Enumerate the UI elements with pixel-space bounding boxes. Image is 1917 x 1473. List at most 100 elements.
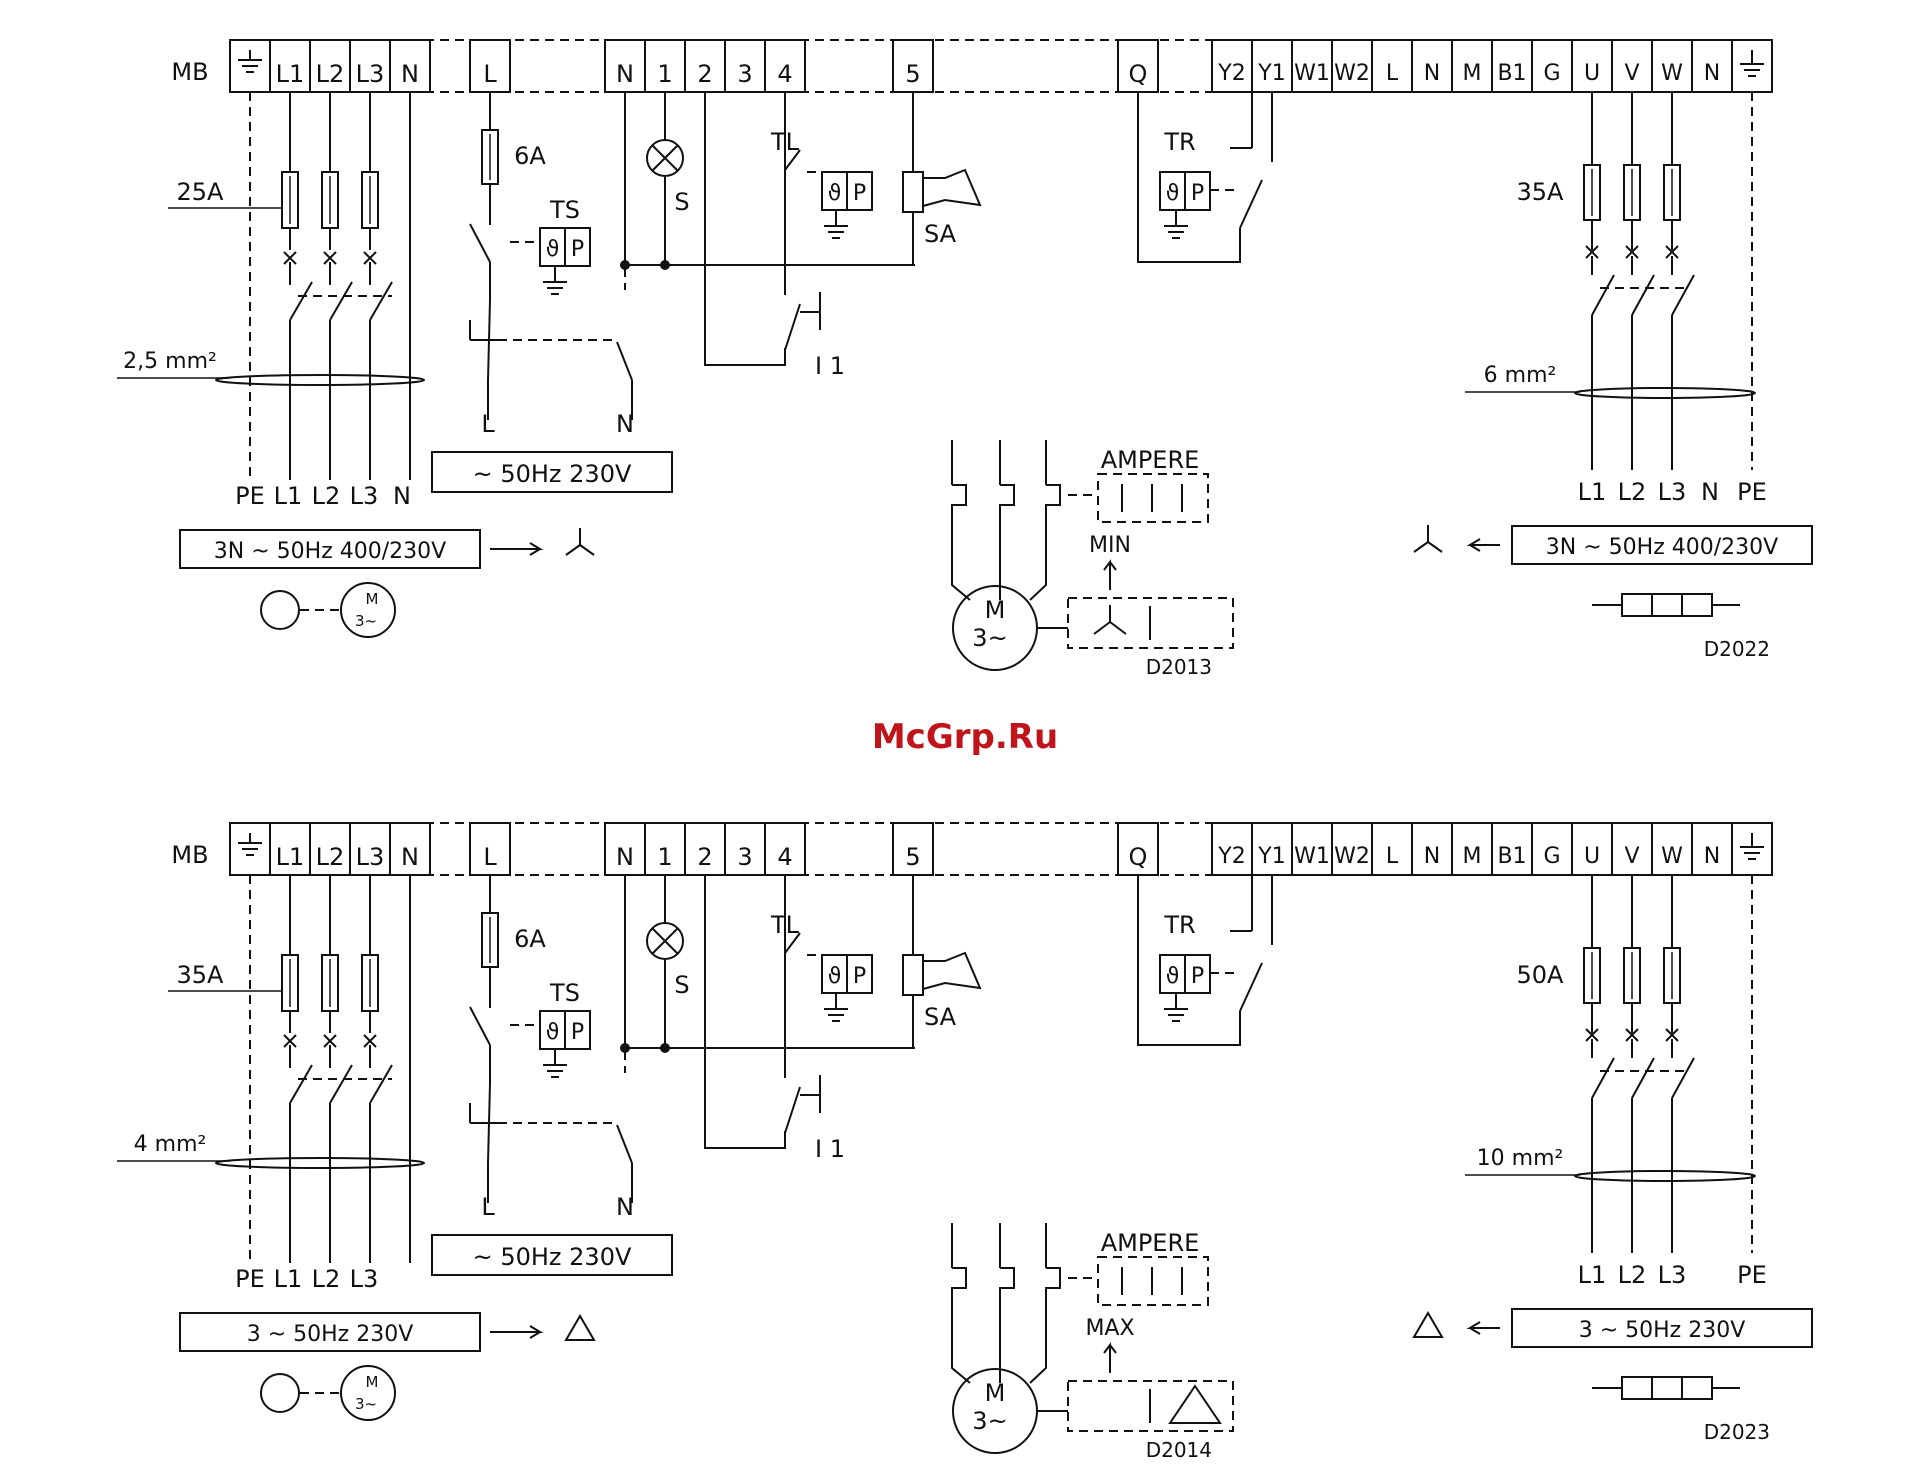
terminal-Y2: Y2: [1217, 61, 1245, 86]
diagram-code-left: D2013: [1146, 655, 1212, 679]
terminal-N: N: [1704, 61, 1720, 86]
diagram-code-right: D2022: [1704, 637, 1770, 661]
tr-contact: [1137, 92, 1273, 263]
motor-symbol-small: [340, 1365, 396, 1421]
disconnect-switch: [1591, 1039, 1615, 1253]
terminal-U: U: [1584, 61, 1600, 86]
switch-contact-x: [323, 251, 337, 265]
delta-symbol-left: [564, 1314, 596, 1341]
tr-contact: [1137, 875, 1273, 1046]
alarm-coil: [902, 171, 924, 213]
cable-size-left: 4 mm²: [134, 1132, 207, 1157]
cable-bundle-left: [215, 374, 425, 386]
terminal-L: L: [1386, 844, 1399, 869]
supply-conductor-L2: L2: [312, 482, 341, 510]
i1-wire: [704, 875, 786, 1149]
ts-contact: [469, 967, 491, 1083]
supply-box-right: [1511, 1308, 1813, 1348]
supply-box-left: [179, 529, 481, 569]
terminal-N: N: [616, 843, 634, 871]
supply-conductor-L1: L1: [1578, 1261, 1607, 1289]
thermostat-symbol: ϑ: [1166, 181, 1180, 206]
terminal-L2: L2: [316, 60, 345, 88]
disconnect-switch: [289, 262, 313, 480]
terminal-3: 3: [737, 843, 752, 871]
pressure-symbol: P: [853, 964, 866, 989]
contactor-contact: [999, 440, 1015, 522]
main-motor-3: 3~: [972, 1407, 1007, 1435]
terminal-W1: W1: [1294, 61, 1330, 86]
tl-label: TL: [770, 128, 800, 156]
junction-dot: [660, 1043, 670, 1053]
lamp-cross: [651, 927, 679, 955]
supply-conductor-L2: L2: [312, 1265, 341, 1293]
cable-size-left: 2,5 mm²: [123, 349, 217, 374]
main-motor-m: M: [985, 596, 1006, 624]
switch-contact-x: [363, 251, 377, 265]
supply-conductor-L2: L2: [1618, 478, 1647, 506]
disconnect-switch: [289, 1045, 313, 1263]
arrow-to-symbol: [1466, 538, 1500, 552]
switch-contact-x: [1585, 245, 1599, 259]
switch-contact-x: [1625, 1028, 1639, 1042]
supply-conductor-L3: L3: [350, 482, 379, 510]
disconnect-switch: [1671, 256, 1695, 470]
pressure-symbol: P: [853, 181, 866, 206]
pressure-symbol: P: [1191, 181, 1204, 206]
main-switch-l: [469, 1082, 498, 1203]
aux-l-label: L: [481, 1193, 495, 1221]
terminal-L2: L2: [316, 843, 345, 871]
watermark: McGrp.Ru: [872, 717, 1058, 757]
terminal-Y1: Y1: [1257, 61, 1285, 86]
supply-box-aux: [431, 451, 673, 493]
disconnect-switch: [1631, 256, 1655, 470]
terminal-W: W: [1661, 61, 1683, 86]
terminal-board-outline: [230, 39, 1768, 93]
ampere-label: AMPERE: [1101, 446, 1200, 474]
cable-bundle-right: [1574, 387, 1756, 399]
switch-contact-x: [1665, 1028, 1679, 1042]
terminal-1: 1: [657, 843, 672, 871]
tl-label: TL: [770, 911, 800, 939]
switch-contact-x: [283, 251, 297, 265]
fuse-rating-left: 35A: [177, 961, 225, 989]
i1-wire: [704, 92, 786, 366]
fuse-rating-right: 50A: [1517, 961, 1565, 989]
terminal-V: V: [1624, 844, 1639, 869]
pressure-symbol: P: [571, 1020, 584, 1045]
thermostat-symbol: ϑ: [828, 181, 842, 206]
supply-conductor-N: N: [1701, 478, 1719, 506]
terminal-5: 5: [905, 60, 920, 88]
ampere-box: [1097, 473, 1209, 523]
fuse-rating-left: 25A: [177, 178, 225, 206]
lamp-s-label: S: [674, 188, 689, 216]
supply-conductor-L2: L2: [1618, 1261, 1647, 1289]
current-limit-label: MIN: [1089, 533, 1131, 558]
cable-bundle-right: [1574, 1170, 1756, 1182]
sa-label: SA: [924, 220, 957, 248]
supply-rating-left: 3 ~ 50Hz 230V: [247, 1322, 414, 1347]
switch-contact-x: [363, 1034, 377, 1048]
supply-conductor-PE: PE: [1737, 478, 1767, 506]
terminal-W2: W2: [1334, 61, 1370, 86]
terminal-L: L: [1386, 61, 1399, 86]
terminal-N: N: [401, 60, 419, 88]
arrow-to-symbol: [490, 1325, 544, 1339]
supply-conductor-L1: L1: [274, 1265, 303, 1293]
terminal-B1: B1: [1497, 61, 1526, 86]
terminal-N: N: [1424, 61, 1440, 86]
pressure-symbol: P: [1191, 964, 1204, 989]
tl-contact: [784, 92, 821, 351]
contactor-contact: [999, 1223, 1015, 1305]
cable-size-right: 6 mm²: [1484, 363, 1557, 388]
aux-n-label: N: [616, 410, 634, 438]
terminal-W2: W2: [1334, 844, 1370, 869]
motor-small-m: M: [366, 1373, 379, 1391]
supply-conductor-L3: L3: [350, 1265, 379, 1293]
switch-contact-x: [1585, 1028, 1599, 1042]
ampere-box: [1097, 1256, 1209, 1306]
terminal-G: G: [1543, 844, 1560, 869]
